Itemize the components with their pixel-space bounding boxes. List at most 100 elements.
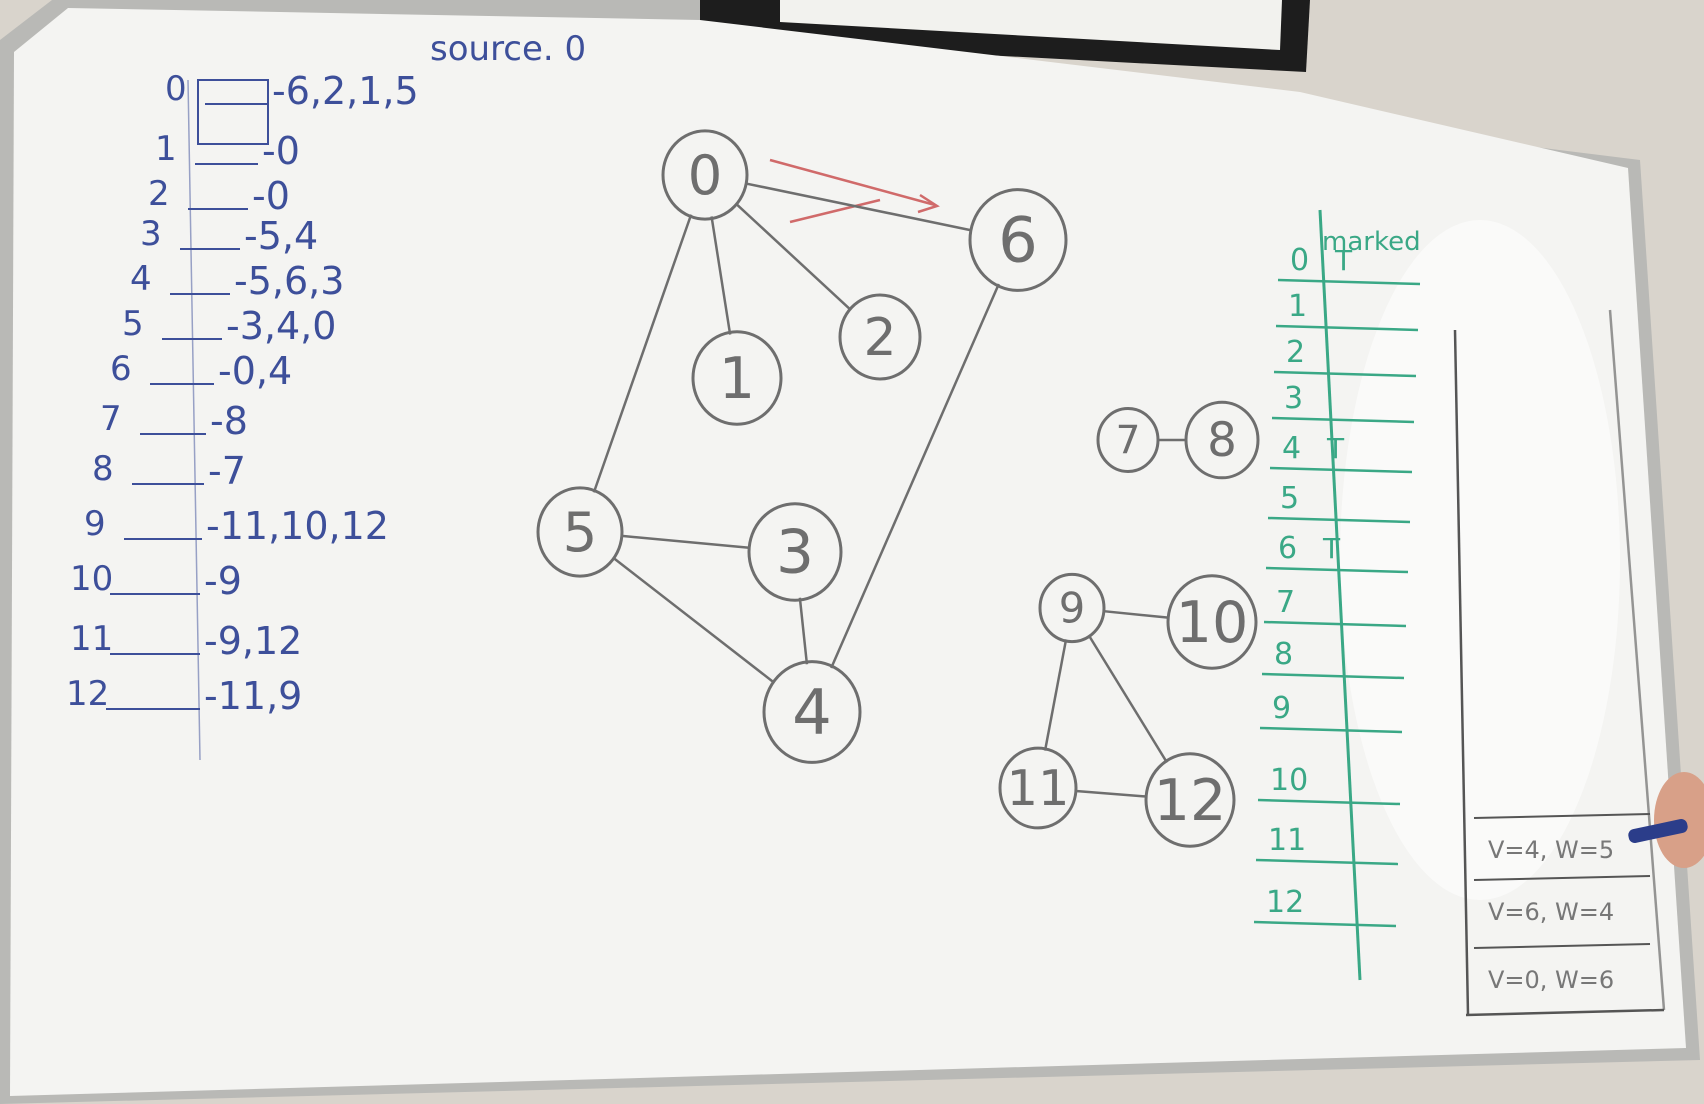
stack-frame-divider-1 xyxy=(1473,875,1651,881)
marked-index-4: 4 xyxy=(1282,431,1301,466)
graph-node-label-6: 6 xyxy=(998,204,1038,277)
graph-node-label-3: 3 xyxy=(776,518,814,588)
adj-neighbors-11: -9,12 xyxy=(204,619,302,663)
adj-index-7: 7 xyxy=(100,399,122,439)
graph-node-circle-7 xyxy=(1096,407,1160,473)
adj-neighbors-4: -5,6,3 xyxy=(234,259,344,303)
stack-frame-0: V=4, W=5 xyxy=(1488,836,1614,864)
graph-edge-5-4 xyxy=(612,556,775,684)
adj-neighbors-9: -11,10,12 xyxy=(206,504,389,548)
adj-index-1: 1 xyxy=(155,129,177,169)
marked-row-line-1 xyxy=(1275,324,1419,332)
stack-frame-divider-0 xyxy=(1473,813,1651,819)
marked-row-line-4 xyxy=(1269,466,1413,474)
adj-neighbors-0: -6,2,1,5 xyxy=(272,69,419,113)
marked-row-line-5 xyxy=(1267,516,1411,524)
graph-node-circle-5 xyxy=(536,486,624,578)
graph-node-label-8: 8 xyxy=(1207,414,1237,468)
graph-node-circle-0 xyxy=(661,129,749,221)
graph-node-circle-9 xyxy=(1038,572,1106,644)
marked-index-9: 9 xyxy=(1272,691,1291,726)
adj-neighbors-7: -8 xyxy=(210,399,248,443)
adj-index-9: 9 xyxy=(84,504,106,544)
stack-frame-divider-2 xyxy=(1473,943,1651,949)
source-label: source. 0 xyxy=(430,29,586,69)
marked-index-5: 5 xyxy=(1280,481,1299,516)
marked-value-0: T xyxy=(1334,244,1353,277)
stack-frame-2: V=0, W=6 xyxy=(1488,966,1614,994)
adjacency-list: 0-6,2,1,51-02-03-5,44-5,6,35-3,4,06-0,47… xyxy=(66,69,419,761)
graph-node-circle-1 xyxy=(691,330,783,426)
graph-node-circle-8 xyxy=(1184,400,1260,480)
adj-index-4: 4 xyxy=(130,259,152,299)
graph-node-circle-2 xyxy=(838,293,922,381)
graph-node-circle-11 xyxy=(998,746,1078,830)
marked-row-line-11 xyxy=(1255,858,1399,866)
adj-neighbors-1: -0 xyxy=(262,129,300,173)
call-stack: V=4, W=5V=6, W=4V=0, W=6 xyxy=(1453,309,1666,1017)
graph-edge-3-4 xyxy=(798,597,809,665)
graph-edge-9-11 xyxy=(1043,639,1068,751)
stack-frame-1: V=6, W=4 xyxy=(1488,898,1614,926)
graph-node-label-5: 5 xyxy=(563,500,598,564)
marked-index-3: 3 xyxy=(1284,381,1303,416)
graph-node-label-9: 9 xyxy=(1059,583,1085,632)
graph-node-label-2: 2 xyxy=(863,308,896,368)
graph-node-label-4: 4 xyxy=(792,676,832,749)
graph-edge-0-6 xyxy=(745,182,972,232)
whiteboard-surface xyxy=(10,8,1686,1096)
graph-node-label-10: 10 xyxy=(1176,590,1249,656)
marked-row-line-10 xyxy=(1257,798,1401,806)
adj-index-0: 0 xyxy=(165,69,187,109)
adj-neighbors-5: -3,4,0 xyxy=(226,304,336,348)
marked-index-7: 7 xyxy=(1276,585,1295,620)
adj-neighbors-2: -0 xyxy=(252,174,290,218)
traversal-arrowhead xyxy=(917,193,940,214)
marked-index-10: 10 xyxy=(1270,763,1308,798)
adj-index-11: 11 xyxy=(70,619,113,659)
stack-wall-right xyxy=(1608,309,1666,1011)
marked-row-line-0 xyxy=(1277,278,1421,286)
adj-neighbors-10: -9 xyxy=(204,559,242,603)
stack-wall-left xyxy=(1453,329,1470,1016)
graph-node-circle-6 xyxy=(968,188,1068,292)
graph-node-circle-10 xyxy=(1166,574,1258,670)
stack-bottom xyxy=(1465,1008,1665,1017)
graph-node-label-12: 12 xyxy=(1154,768,1227,834)
marked-row-line-2 xyxy=(1273,370,1417,378)
adj-index-10: 10 xyxy=(70,559,113,599)
graph-edge-5-3 xyxy=(621,534,750,549)
hand-with-marker xyxy=(1628,772,1704,868)
graph-edge-0-2 xyxy=(734,202,852,311)
marked-row-line-3 xyxy=(1271,416,1415,424)
graph-edge-9-12 xyxy=(1087,634,1169,764)
marked-table-divider xyxy=(1318,209,1362,981)
board-glare xyxy=(1340,220,1620,900)
graph-node-circle-3 xyxy=(747,502,843,602)
marked-index-0: 0 xyxy=(1290,243,1309,278)
adj-neighbors-12: -11,9 xyxy=(204,674,302,718)
marked-index-2: 2 xyxy=(1286,335,1305,370)
marked-table-header: marked xyxy=(1322,227,1421,257)
graph-node-label-1: 1 xyxy=(719,346,755,412)
adj-neighbors-3: -5,4 xyxy=(244,214,318,258)
graph-node-label-0: 0 xyxy=(688,143,723,207)
adj-index-8: 8 xyxy=(92,449,114,489)
adj-index-5: 5 xyxy=(122,304,144,344)
marked-index-8: 8 xyxy=(1274,637,1293,672)
graph-edge-11-12 xyxy=(1075,789,1147,798)
graph-edge-9-10 xyxy=(1103,609,1169,619)
adj-neighbors-8: -7 xyxy=(208,449,246,493)
marked-row-line-6 xyxy=(1265,566,1409,574)
picture-mat xyxy=(780,0,1282,50)
graph-node-label-7: 7 xyxy=(1116,419,1141,464)
marked-index-1: 1 xyxy=(1288,289,1307,324)
marked-row-line-12 xyxy=(1253,920,1397,928)
adj-index-3: 3 xyxy=(140,214,162,254)
marked-value-6: T xyxy=(1322,532,1341,565)
graph-edge-0-1 xyxy=(710,216,732,335)
marked-row-line-7 xyxy=(1263,620,1407,628)
